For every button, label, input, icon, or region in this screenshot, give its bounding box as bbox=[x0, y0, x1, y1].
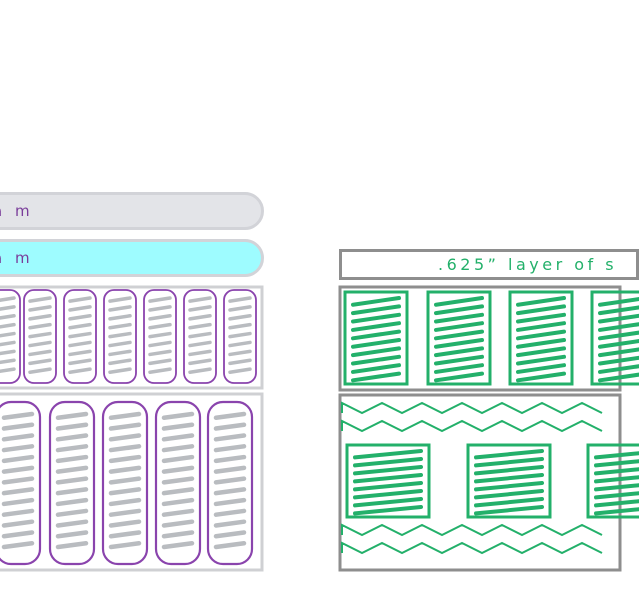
pocket-coil bbox=[101, 400, 149, 566]
microcoil-spring bbox=[68, 296, 92, 374]
foam-block-hatch bbox=[516, 296, 566, 383]
base-block-outline bbox=[586, 443, 639, 519]
mattress-artwork bbox=[0, 285, 639, 572]
foam-block-hatch bbox=[351, 296, 401, 383]
right-foam-block-row bbox=[343, 290, 639, 386]
pocket-coil bbox=[48, 400, 96, 566]
zigzag-line bbox=[341, 523, 603, 537]
pocket-coil-spring bbox=[161, 411, 195, 550]
zigzag-line bbox=[341, 419, 603, 433]
foam-block-outline bbox=[508, 290, 574, 386]
microcoil bbox=[103, 289, 137, 384]
microcoil bbox=[23, 289, 57, 384]
pocket-coil-outline bbox=[101, 400, 149, 566]
pocket-coil-outline bbox=[0, 400, 42, 566]
mattress-comparison-diagram: a m a m .625” layer of s bbox=[0, 192, 639, 572]
foam-block-outline bbox=[343, 290, 409, 386]
pocket-coil-outline bbox=[206, 400, 254, 566]
microcoil bbox=[223, 289, 257, 384]
microcoil-spring bbox=[28, 296, 52, 374]
pocket-coil bbox=[206, 400, 254, 566]
microcoil-spring bbox=[228, 296, 252, 374]
microcoil-outline bbox=[103, 289, 137, 384]
microcoil-outline bbox=[223, 289, 257, 384]
pocket-coil-outline bbox=[48, 400, 96, 566]
microcoil-spring bbox=[108, 296, 132, 374]
base-block bbox=[466, 443, 552, 519]
right-top-layer-label: .625” layer of s bbox=[438, 255, 618, 274]
foam-block-outline bbox=[590, 290, 639, 386]
right-foam-block-frame bbox=[338, 285, 622, 392]
base-block bbox=[345, 443, 431, 519]
microcoil-spring bbox=[0, 296, 16, 374]
microcoil bbox=[63, 289, 97, 384]
foam-block bbox=[343, 290, 409, 386]
base-block-hatch bbox=[594, 451, 639, 516]
left-pocket-coil-row bbox=[0, 400, 254, 566]
foam-block bbox=[508, 290, 574, 386]
left-microcoil-row bbox=[0, 289, 257, 384]
base-block bbox=[586, 443, 639, 519]
pocket-coil-spring bbox=[55, 411, 89, 550]
left-foam-layer-top-label: a m bbox=[0, 202, 34, 220]
microcoil-outline bbox=[63, 289, 97, 384]
base-block-outline bbox=[466, 443, 552, 519]
zigzag-line bbox=[341, 541, 603, 555]
microcoil bbox=[143, 289, 177, 384]
pocket-coil-spring bbox=[1, 411, 35, 550]
zigzag-line bbox=[341, 401, 603, 415]
left-foam-layer-cyan-label: a m bbox=[0, 249, 34, 267]
foam-block bbox=[590, 290, 639, 386]
right-base-block-row bbox=[345, 443, 639, 519]
right-base-frame bbox=[338, 393, 622, 572]
pocket-coil-outline bbox=[154, 400, 202, 566]
pocket-coil-spring bbox=[108, 411, 142, 550]
foam-block-hatch bbox=[598, 297, 639, 383]
base-block-hatch bbox=[353, 449, 423, 516]
pocket-coil bbox=[154, 400, 202, 566]
microcoil-spring bbox=[148, 296, 172, 374]
right-zigzag-layers bbox=[341, 401, 603, 555]
microcoil-outline bbox=[0, 289, 21, 384]
left-foam-layer-cyan: a m bbox=[0, 239, 264, 277]
microcoil-outline bbox=[143, 289, 177, 384]
left-foam-layer-top: a m bbox=[0, 192, 264, 230]
microcoil-outline bbox=[183, 289, 217, 384]
left-microcoil-frame bbox=[0, 285, 264, 390]
foam-block-hatch bbox=[434, 296, 484, 383]
pocket-coil-spring bbox=[213, 411, 247, 550]
right-top-layer: .625” layer of s bbox=[339, 249, 639, 280]
foam-block bbox=[426, 290, 492, 386]
base-block-outline bbox=[345, 443, 431, 519]
microcoil-outline bbox=[23, 289, 57, 384]
microcoil bbox=[183, 289, 217, 384]
foam-block-outline bbox=[426, 290, 492, 386]
left-pocket-coil-frame bbox=[0, 392, 264, 572]
microcoil-spring bbox=[188, 296, 212, 374]
base-block-hatch bbox=[474, 449, 544, 516]
microcoil bbox=[0, 289, 21, 384]
pocket-coil bbox=[0, 400, 42, 566]
